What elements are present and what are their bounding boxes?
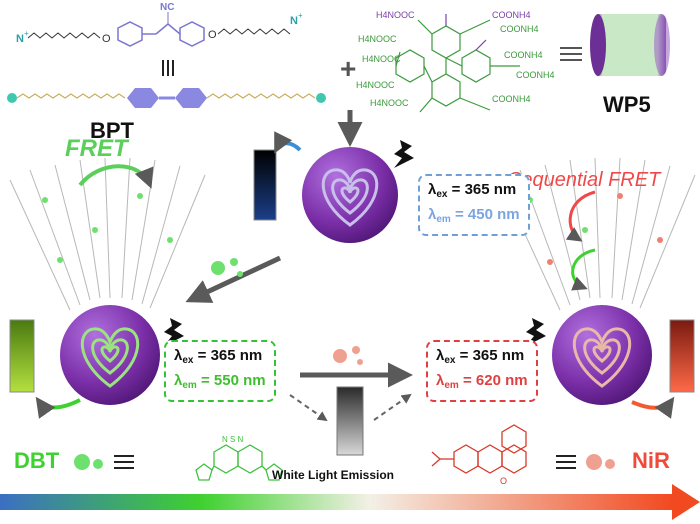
dbt-dots-legend <box>74 454 103 470</box>
wavelength-box-red: λex = 365 nm λem = 620 nm <box>426 340 538 402</box>
sequential-arrow-green <box>571 248 596 291</box>
left-dbt-dots <box>42 193 173 263</box>
svg-text:O: O <box>102 33 111 45</box>
wp5-group-3: H4NOOC <box>358 34 397 44</box>
dashed-arrow-right <box>373 393 412 421</box>
sequential-fret-label: Sequential FRET <box>508 169 662 191</box>
nir-dots-legend <box>586 454 615 470</box>
right-dye-dots <box>527 193 663 265</box>
left-fiber-bundle <box>9 157 206 311</box>
bpt-label: BPT <box>90 118 134 143</box>
wp5-label: WP5 <box>603 92 651 117</box>
center-curved-arrow <box>274 131 302 154</box>
sequential-arrow-red <box>565 190 596 242</box>
equivalence-symbol-dbt <box>114 455 134 469</box>
nc-label: NC <box>160 2 174 13</box>
svg-text:+: + <box>298 11 303 20</box>
svg-text:O: O <box>208 29 217 41</box>
dbt-dots-center <box>211 258 243 277</box>
right-curved-arrow <box>631 396 675 419</box>
wp5-group-5: H4NOOC <box>362 54 401 64</box>
svg-text:N: N <box>16 33 24 45</box>
wp5-group-7: H4NOOC <box>356 80 395 90</box>
svg-text:N: N <box>290 15 298 27</box>
dbt-label: DBT <box>14 448 60 473</box>
wavelength-box-green: λex = 365 nm λem = 550 nm <box>164 340 276 402</box>
bpt-schematic <box>7 88 326 108</box>
right-lightning-icon <box>526 318 546 346</box>
right-nanoparticle <box>552 305 652 405</box>
left-lightning-icon <box>164 318 184 346</box>
wp5-molecule <box>395 19 520 113</box>
wp5-group-9: H4NOOC <box>370 98 409 108</box>
wp5-group-6: COONH4 <box>504 50 543 60</box>
svg-text:+: + <box>24 29 29 38</box>
triple-bar-symbol <box>162 60 174 76</box>
wp5-group-10: COONH4 <box>492 94 531 104</box>
wp5-group-4: COONH4 <box>500 24 539 34</box>
white-emission-vial <box>336 386 364 456</box>
wp5-group-8: COONH4 <box>516 70 555 80</box>
nir-label: NiR <box>632 448 670 473</box>
bpt-molecule: N + O O N + <box>16 11 303 47</box>
left-curved-arrow <box>35 396 81 419</box>
nir-molecule <box>431 424 527 474</box>
wavelength-box-blue: λex = 365 nm λem = 450 nm <box>418 174 530 236</box>
nir-oxygen-atom: O <box>500 476 507 486</box>
wp5-cylinder <box>590 14 670 76</box>
dbt-loading-arrow <box>185 255 282 303</box>
equivalence-symbol-nir <box>556 455 576 469</box>
emission-gradient-bar <box>0 484 700 520</box>
plus-sign: + <box>340 53 356 84</box>
fret-curved-arrow <box>78 164 154 189</box>
equivalence-symbol-wp5 <box>560 47 582 61</box>
fret-label: FRET <box>65 135 130 162</box>
center-lightning-icon <box>394 140 414 168</box>
center-nanoparticle <box>302 147 398 243</box>
wp5-group-1: H4NOOC <box>376 10 415 20</box>
white-light-label: White Light Emission <box>272 468 394 482</box>
green-emission-vial <box>9 319 35 393</box>
blue-emission-vial <box>253 149 277 221</box>
dbt-sulfur-atom: N S N <box>222 435 244 444</box>
wp5-group-2: COONH4 <box>492 10 531 20</box>
wp5-purple-methoxy <box>445 14 487 51</box>
dashed-arrow-left <box>289 394 328 422</box>
red-emission-vial <box>669 319 695 393</box>
nir-dots-middle <box>333 346 363 365</box>
left-nanoparticle <box>60 305 160 405</box>
dbt-molecule <box>195 444 283 481</box>
